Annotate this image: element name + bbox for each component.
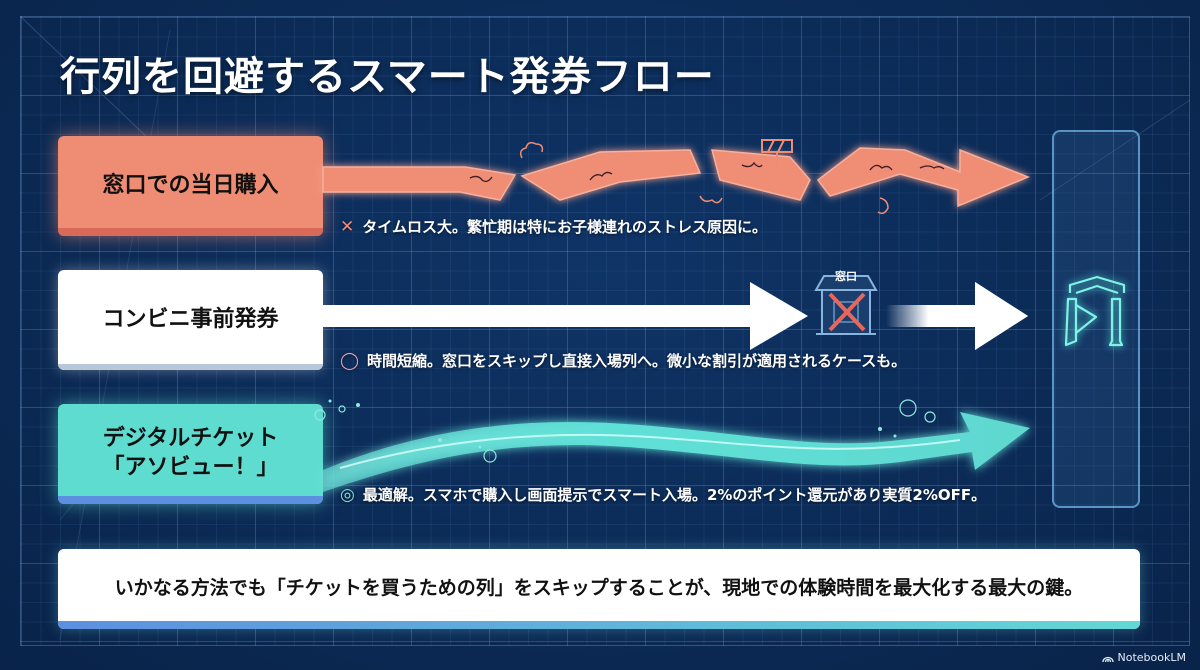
watermark-text: NotebookLM <box>1117 651 1186 664</box>
double-circle-mark-icon: ◎ <box>340 484 355 505</box>
summary-text: いかなる方法でも「チケットを買うための列」をスキップすることが、現地での体験時間… <box>114 576 1084 599</box>
summary-accent-bar <box>58 621 1140 629</box>
box-accent-bar <box>58 228 323 236</box>
circle-mark-icon: ◯ <box>340 350 360 371</box>
watermark: NotebookLM <box>1101 651 1186 664</box>
slide-title: 行列を回避するスマート発券フロー <box>60 54 715 100</box>
window-sign-label: 窓口 <box>835 270 857 283</box>
option-window-purchase: 窓口での当日購入 <box>58 136 323 236</box>
option-label: 窓口での当日購入 <box>102 172 279 198</box>
box-accent-bar <box>58 364 323 370</box>
cross-mark-icon: ✕ <box>340 216 355 237</box>
ticket-window-crossed-icon <box>814 275 878 335</box>
description-window-purchase: ✕ タイムロス大。繁忙期は特にお子様連れのストレス原因に。 <box>340 216 767 237</box>
description-text: タイムロス大。繁忙期は特にお子様連れのストレス原因に。 <box>362 218 767 236</box>
option-label-line1: デジタルチケット <box>102 426 279 452</box>
description-text: 時間短縮。窓口をスキップし直接入場列へ。微小な割引が適用されるケースも。 <box>367 352 907 370</box>
option-label: コンビニ事前発券 <box>102 306 279 332</box>
option-convenience-store: コンビニ事前発券 <box>58 270 323 370</box>
description-text: 最適解。スマホで購入し画面提示でスマート入場。2%のポイント還元があり実質2%O… <box>362 486 987 504</box>
description-convenience-store: ◯ 時間短縮。窓口をスキップし直接入場列へ。微小な割引が適用されるケースも。 <box>340 350 906 371</box>
option-label-line2: 「アソビュー！」 <box>102 455 279 480</box>
entrance-gate-icon <box>1064 275 1126 347</box>
notebooklm-logo-icon <box>1101 656 1114 662</box>
option-digital-ticket: デジタルチケット 「アソビュー！」 <box>58 404 323 504</box>
box-accent-bar <box>58 496 323 504</box>
summary-callout: いかなる方法でも「チケットを買うための列」をスキップすることが、現地での体験時間… <box>58 549 1140 629</box>
description-digital-ticket: ◎ 最適解。スマホで購入し画面提示でスマート入場。2%のポイント還元があり実質2… <box>340 484 986 505</box>
